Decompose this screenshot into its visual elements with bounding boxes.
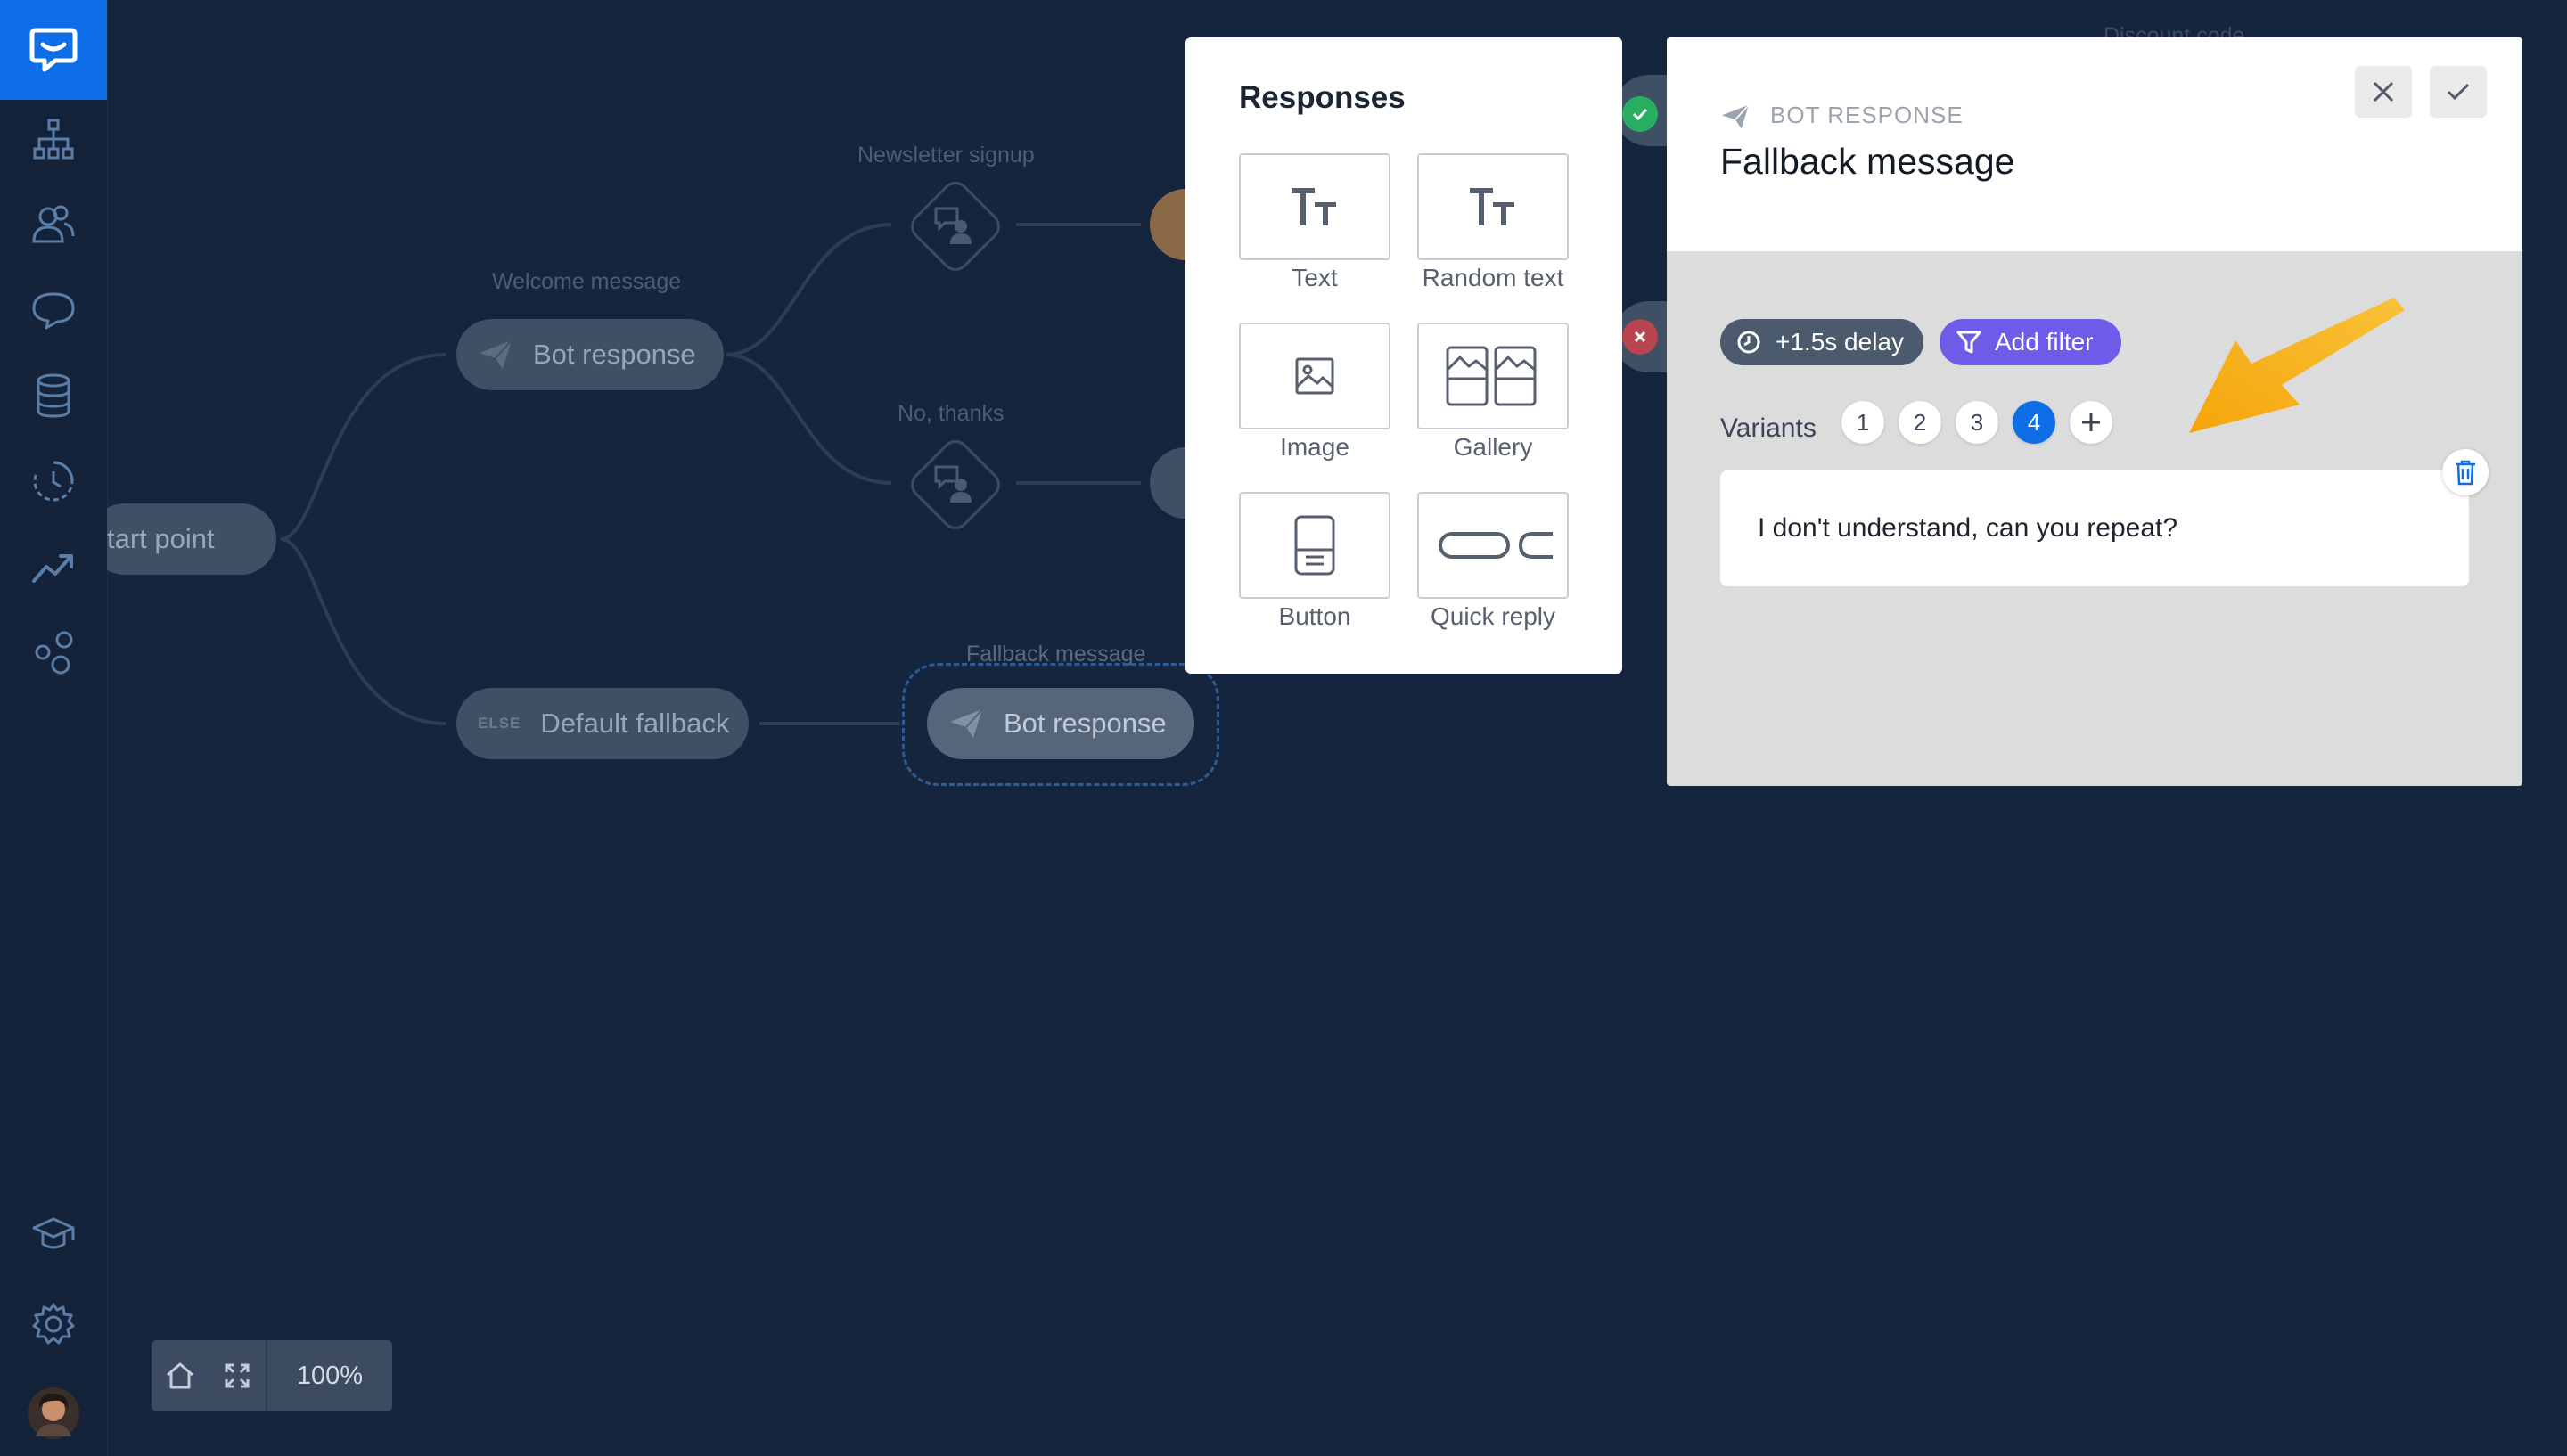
text-format-icon	[1292, 188, 1336, 225]
avatar[interactable]	[27, 1386, 80, 1440]
tile-label-text: Text	[1292, 264, 1338, 291]
message-text-field[interactable]: I don't understand, can you repeat?	[1720, 470, 2469, 586]
fallback-message-label: Fallback message	[966, 642, 1146, 667]
users-icon[interactable]	[27, 198, 80, 251]
response-tile-text[interactable]	[1239, 153, 1390, 260]
panel-header: BOT RESPONSE Fallback message	[1667, 37, 2522, 251]
stories-icon[interactable]	[27, 112, 80, 166]
zoom-divider	[266, 1340, 267, 1411]
expand-icon	[225, 1363, 250, 1388]
tile-label-image: Image	[1280, 433, 1349, 461]
error-x-icon	[1622, 319, 1658, 355]
panel-title[interactable]: Fallback message	[1720, 141, 2015, 182]
gallery-icon	[1446, 346, 1537, 406]
welcome-message-label: Welcome message	[492, 269, 682, 294]
welcome-node-label: Bot response	[533, 339, 696, 370]
database-icon[interactable]	[27, 369, 80, 422]
paper-plane-icon	[950, 708, 983, 738]
user-chat-icon	[934, 465, 972, 503]
paper-plane-icon	[480, 339, 513, 369]
close-icon	[2373, 81, 2394, 102]
response-tile-gallery[interactable]	[1417, 323, 1569, 429]
chatbot-logo[interactable]	[0, 0, 107, 100]
newsletter-signup-label: Newsletter signup	[857, 143, 1035, 168]
start-point-label: tart point	[107, 523, 215, 554]
variant-button-2[interactable]: 2	[1899, 401, 1941, 444]
variant-button-1[interactable]: 1	[1841, 401, 1884, 444]
else-badge: ELSE	[478, 715, 521, 732]
default-fallback-label: Default fallback	[540, 708, 730, 739]
quick-reply-icon	[1439, 532, 1553, 559]
success-check-icon	[1622, 96, 1658, 132]
tile-label-quick-reply: Quick reply	[1430, 602, 1556, 630]
paper-plane-icon	[1722, 104, 1750, 129]
chat-icon[interactable]	[27, 283, 80, 337]
confirm-button[interactable]	[2430, 66, 2487, 118]
trash-icon	[2456, 460, 2475, 486]
variant-button-4[interactable]: 4	[2013, 401, 2055, 444]
delay-label: +1.5s delay	[1776, 328, 1904, 356]
filter-icon	[1956, 331, 1981, 354]
history-icon[interactable]	[27, 454, 80, 508]
home-icon	[167, 1362, 193, 1389]
welcome-bot-response-node[interactable]: Bot response	[456, 319, 724, 390]
clock-icon	[1737, 331, 1760, 354]
delete-variant-button[interactable]	[2442, 449, 2489, 495]
bot-response-panel: BOT RESPONSE Fallback message +1.5s dela…	[1667, 37, 2522, 786]
annotation-arrow	[2189, 298, 2405, 433]
response-tile-random-text[interactable]	[1417, 153, 1569, 260]
fallback-bot-node-label: Bot response	[1004, 708, 1167, 739]
integrations-icon[interactable]	[27, 626, 80, 679]
tile-label-button: Button	[1278, 602, 1351, 630]
delay-pill[interactable]: +1.5s delay	[1720, 319, 1923, 365]
user-chat-icon	[934, 207, 972, 244]
no-thanks-label: No, thanks	[898, 401, 1005, 426]
button-icon	[1294, 515, 1335, 576]
check-icon	[2447, 83, 2470, 101]
sidebar	[0, 0, 108, 1456]
chat-bubble-icon	[29, 28, 78, 72]
add-variant-button[interactable]	[2070, 401, 2112, 444]
response-tile-image[interactable]	[1239, 323, 1390, 429]
close-button[interactable]	[2355, 66, 2412, 118]
academy-icon[interactable]	[27, 1208, 80, 1262]
selected-node-outline	[902, 663, 1219, 786]
tile-label-random-text: Random text	[1422, 264, 1564, 291]
zoom-level[interactable]: 100%	[296, 1361, 364, 1390]
start-point-node[interactable]: tart point	[107, 503, 276, 575]
default-fallback-node[interactable]: ELSE Default fallback	[456, 688, 749, 759]
settings-icon[interactable]	[27, 1297, 80, 1351]
fit-screen-button[interactable]	[209, 1340, 266, 1411]
variant-button-3[interactable]: 3	[1956, 401, 1998, 444]
responses-popup: Responses Text Random text Image Gallery…	[1185, 37, 1622, 674]
reports-icon[interactable]	[27, 540, 80, 593]
panel-type-label: BOT RESPONSE	[1770, 102, 1964, 128]
add-filter-button[interactable]: Add filter	[1940, 319, 2121, 365]
flow-connectors	[280, 223, 1141, 725]
response-tile-quick-reply[interactable]	[1417, 492, 1569, 599]
responses-title: Responses	[1239, 80, 1406, 115]
response-tile-button[interactable]	[1239, 492, 1390, 599]
tile-label-gallery: Gallery	[1453, 433, 1533, 461]
add-filter-label: Add filter	[1995, 328, 2094, 356]
zoom-controls: 100%	[152, 1340, 392, 1411]
random-text-icon	[1470, 188, 1514, 225]
home-button[interactable]	[152, 1340, 209, 1411]
variants-label: Variants	[1720, 413, 1817, 443]
fallback-bot-response-node[interactable]: Bot response	[927, 688, 1194, 759]
image-icon	[1295, 357, 1334, 395]
plus-icon	[2082, 413, 2100, 431]
